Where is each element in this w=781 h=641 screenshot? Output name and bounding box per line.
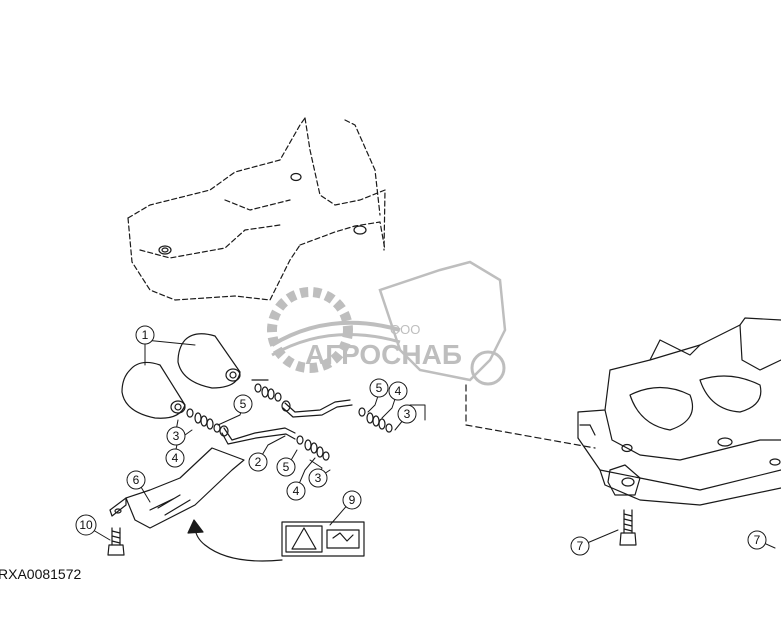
fitting-set-4: [358, 407, 393, 433]
mounting-plate: [109, 447, 245, 529]
watermark-name: АГРОСНАБ: [305, 339, 462, 370]
svg-text:2: 2: [255, 455, 262, 469]
svg-text:1: 1: [142, 328, 149, 342]
hydraulic-tube-upper: [251, 379, 353, 418]
callouts: 1 2 3 3 3 4 4 4: [75, 325, 767, 556]
callout-9: 9: [342, 490, 362, 510]
assembly-leader-line: [465, 384, 596, 449]
svg-text:3: 3: [404, 407, 411, 421]
svg-text:6: 6: [133, 473, 140, 487]
callout-5b: 5: [276, 457, 296, 477]
callout-4a: 4: [165, 448, 185, 468]
svg-text:4: 4: [293, 484, 300, 498]
warning-decal: [281, 521, 365, 557]
callout-3b: 3: [308, 468, 328, 488]
bolt-10: [107, 527, 125, 556]
svg-text:3: 3: [315, 471, 322, 485]
svg-text:5: 5: [376, 381, 383, 395]
callout-1: 1: [135, 325, 155, 345]
callout-7b: 7: [747, 530, 767, 550]
svg-text:7: 7: [754, 533, 761, 547]
callout-7a: 7: [570, 536, 590, 556]
svg-text:4: 4: [172, 451, 179, 465]
callout-5c: 5: [369, 378, 389, 398]
watermark-logo: ООО АГРОСНАБ: [267, 260, 507, 386]
watermark-prefix: ООО: [390, 322, 420, 337]
callout-4b: 4: [286, 481, 306, 501]
svg-text:5: 5: [240, 397, 247, 411]
callout-2: 2: [248, 452, 268, 472]
callout-6: 6: [126, 470, 146, 490]
callout-4c: 4: [388, 381, 408, 401]
accumulator-left: [121, 361, 186, 419]
svg-text:9: 9: [349, 493, 356, 507]
callout-3c: 3: [397, 404, 417, 424]
hydraulic-tube-lower: [219, 425, 296, 445]
svg-text:3: 3: [173, 429, 180, 443]
combine-harvester-icon: [378, 260, 507, 382]
callout-5a: 5: [233, 394, 253, 414]
svg-text:10: 10: [79, 518, 93, 532]
frame-bracket-holes: [158, 172, 367, 255]
bolt-7: [619, 509, 637, 546]
arrow-head: [187, 519, 204, 534]
callout-3a: 3: [166, 426, 186, 446]
curved-arrow: [194, 527, 283, 562]
reference-code: RXA0081572: [0, 566, 82, 582]
svg-text:7: 7: [577, 539, 584, 553]
callout-10: 10: [75, 514, 97, 536]
svg-text:4: 4: [395, 384, 402, 398]
cab-platform: [577, 317, 781, 506]
accumulator-right: [177, 333, 241, 389]
svg-text:5: 5: [283, 460, 290, 474]
frame-bracket-outline: [127, 117, 386, 301]
fitting-set-2: [296, 435, 330, 461]
fitting-set-1: [186, 408, 221, 433]
fitting-set-3: [254, 383, 282, 402]
